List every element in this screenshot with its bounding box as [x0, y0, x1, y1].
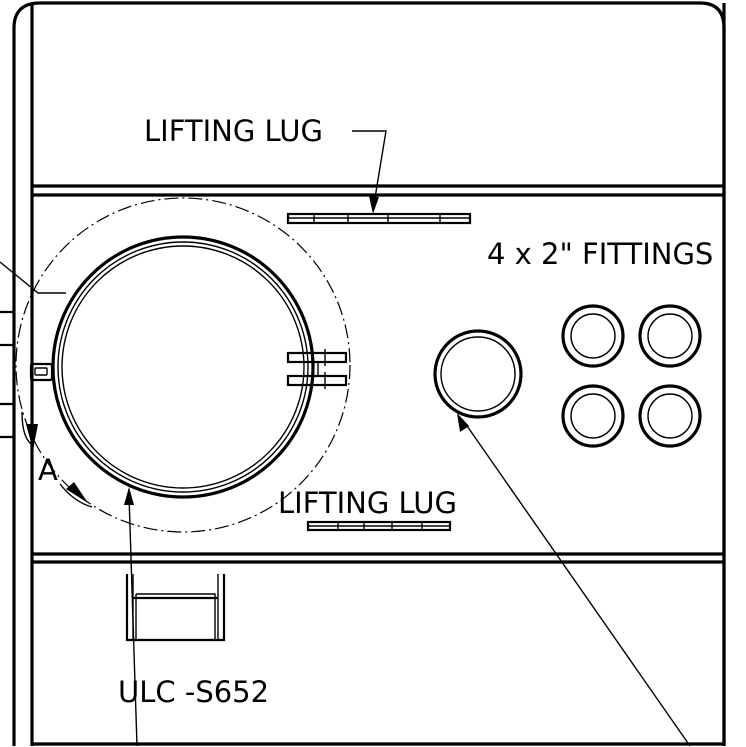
lifting-lug-bottom	[306, 520, 452, 532]
view-a-label: A	[38, 453, 58, 487]
lifting-lug-bottom-label: LIFTING LUG	[278, 486, 457, 520]
vent-box	[125, 574, 226, 642]
arrow-head-a-left	[26, 424, 38, 450]
lifting-lug-top	[286, 212, 472, 225]
tank-outline	[12, 1, 726, 746]
manway-hinge	[29, 362, 54, 382]
panel-bands	[32, 184, 724, 564]
lifting-lug-top-label: LIFTING LUG	[144, 114, 323, 148]
large-fitting	[433, 329, 523, 419]
arrow-head-a-right	[66, 482, 88, 503]
fitting-2	[638, 304, 702, 368]
fitting-3	[561, 384, 625, 448]
arrow-head-manway	[124, 487, 134, 505]
arrow-head-fitting	[457, 413, 469, 432]
side-flange	[0, 310, 16, 439]
manway-circle	[15, 197, 351, 533]
fittings-label: 4 x 2" FITTINGS	[487, 237, 713, 271]
leader-lines	[0, 130, 691, 747]
fittings-group	[561, 304, 702, 448]
fitting-4	[638, 384, 702, 448]
arrow-head-top-lug	[369, 196, 379, 214]
part-number-label: ULC -S652	[118, 675, 269, 709]
manway-latch	[286, 349, 348, 389]
fitting-1	[561, 304, 625, 368]
